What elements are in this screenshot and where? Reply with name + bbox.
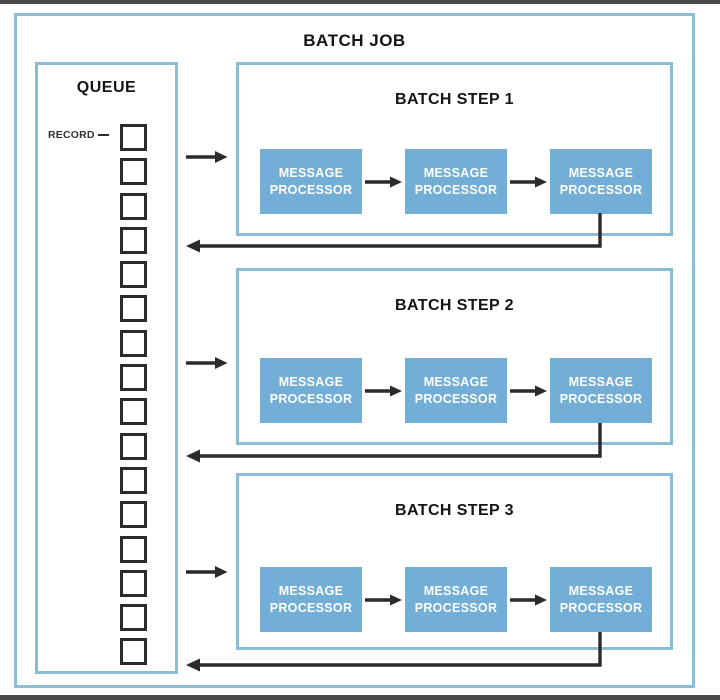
processor-to-processor-arrow [509, 594, 547, 605]
processor-row: MESSAGE PROCESSOR MESSAGE PROCESSOR MESS… [260, 149, 652, 214]
record-square [120, 226, 147, 254]
batch-step-1-box: BATCH STEP 1 MESSAGE PROCESSOR MESSAGE P… [236, 62, 673, 236]
batch-job-title: BATCH JOB [303, 31, 406, 50]
record-square [120, 124, 147, 151]
step2-return-arrow [186, 423, 602, 463]
processor-to-processor-arrow [364, 385, 402, 396]
record-square [120, 398, 147, 426]
queue-to-step1-arrow [186, 151, 228, 163]
record-square [120, 569, 147, 597]
processor-row: MESSAGE PROCESSOR MESSAGE PROCESSOR MESS… [260, 567, 652, 632]
message-processor-box: MESSAGE PROCESSOR [405, 358, 507, 423]
processor-to-processor-arrow [509, 176, 547, 187]
message-processor-box: MESSAGE PROCESSOR [405, 149, 507, 214]
batch-step-2-box: BATCH STEP 2 MESSAGE PROCESSOR MESSAGE P… [236, 268, 673, 445]
batch-job-box: BATCH JOB QUEUE RECORD [14, 13, 695, 688]
message-processor-box: MESSAGE PROCESSOR [550, 149, 652, 214]
record-square [120, 432, 147, 460]
processor-to-processor-arrow [364, 594, 402, 605]
message-processor-box: MESSAGE PROCESSOR [550, 567, 652, 632]
record-list [120, 124, 147, 666]
record-square [120, 192, 147, 220]
message-processor-box: MESSAGE PROCESSOR [260, 567, 362, 632]
record-square [120, 329, 147, 357]
processor-to-processor-arrow [509, 385, 547, 396]
batch-step-3-title: BATCH STEP 3 [395, 502, 514, 519]
record-pointer-dash [97, 133, 109, 137]
record-square [120, 261, 147, 289]
queue-title: QUEUE [76, 79, 137, 96]
record-pointer: RECORD [48, 128, 109, 142]
queue-to-step3-arrow [186, 566, 228, 578]
record-square [120, 364, 147, 392]
message-processor-box: MESSAGE PROCESSOR [260, 358, 362, 423]
record-square [120, 535, 147, 563]
step1-return-arrow [186, 213, 602, 253]
queue-to-step2-arrow [186, 357, 228, 369]
record-square [120, 604, 147, 632]
processor-to-processor-arrow [364, 176, 402, 187]
step3-return-arrow [186, 632, 602, 672]
queue-box: QUEUE RECORD [35, 62, 178, 674]
record-square [120, 501, 147, 529]
message-processor-box: MESSAGE PROCESSOR [405, 567, 507, 632]
record-square [120, 158, 147, 186]
top-edge-bar [0, 0, 720, 4]
batch-step-3-box: BATCH STEP 3 MESSAGE PROCESSOR MESSAGE P… [236, 473, 673, 650]
record-square [120, 466, 147, 494]
batch-step-1-title: BATCH STEP 1 [395, 91, 514, 108]
batch-step-2-title: BATCH STEP 2 [395, 297, 514, 314]
record-square [120, 638, 147, 666]
record-square [120, 295, 147, 323]
message-processor-box: MESSAGE PROCESSOR [550, 358, 652, 423]
record-label: RECORD [48, 129, 95, 141]
message-processor-box: MESSAGE PROCESSOR [260, 149, 362, 214]
bottom-edge-bar [0, 695, 720, 700]
processor-row: MESSAGE PROCESSOR MESSAGE PROCESSOR MESS… [260, 358, 652, 423]
